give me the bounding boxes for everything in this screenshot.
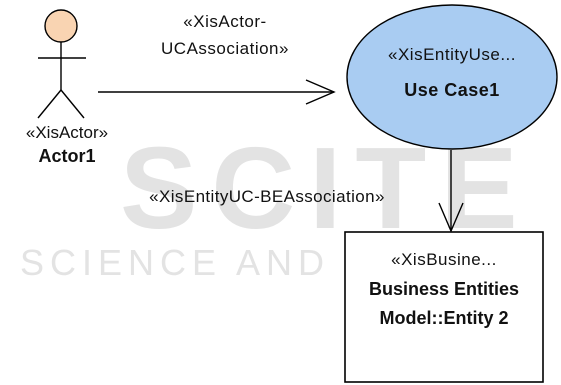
- entity-stereotype: «XisBusine...: [391, 250, 497, 269]
- arrowhead-icon: [305, 79, 336, 105]
- actor-uc-association-label-line1: «XisActor-: [183, 12, 266, 31]
- actor-uc-association-line[interactable]: [98, 79, 336, 105]
- uc-be-association-label: «XisEntityUC-BEAssociation»: [149, 187, 385, 206]
- uc-be-association-line[interactable]: [438, 150, 464, 233]
- actor-head-icon: [44, 9, 78, 43]
- arrowhead-icon: [438, 202, 464, 233]
- use-case-ellipse[interactable]: [346, 4, 558, 150]
- actor-uc-association-label-line2: UCAssociation»: [161, 39, 289, 58]
- actor-stereotype: «XisActor»: [26, 123, 108, 142]
- actor-name: Actor1: [38, 146, 95, 166]
- use-case-stereotype: «XisEntityUse...: [388, 45, 516, 64]
- actor-right-leg: [60, 89, 85, 119]
- actor-left-leg: [37, 89, 62, 119]
- entity-name-line2: Model::Entity 2: [380, 308, 509, 328]
- entity-box[interactable]: [344, 231, 544, 383]
- actor[interactable]: [37, 9, 86, 119]
- entity-name-line1: Business Entities: [369, 279, 519, 299]
- use-case-name: Use Case1: [404, 80, 500, 100]
